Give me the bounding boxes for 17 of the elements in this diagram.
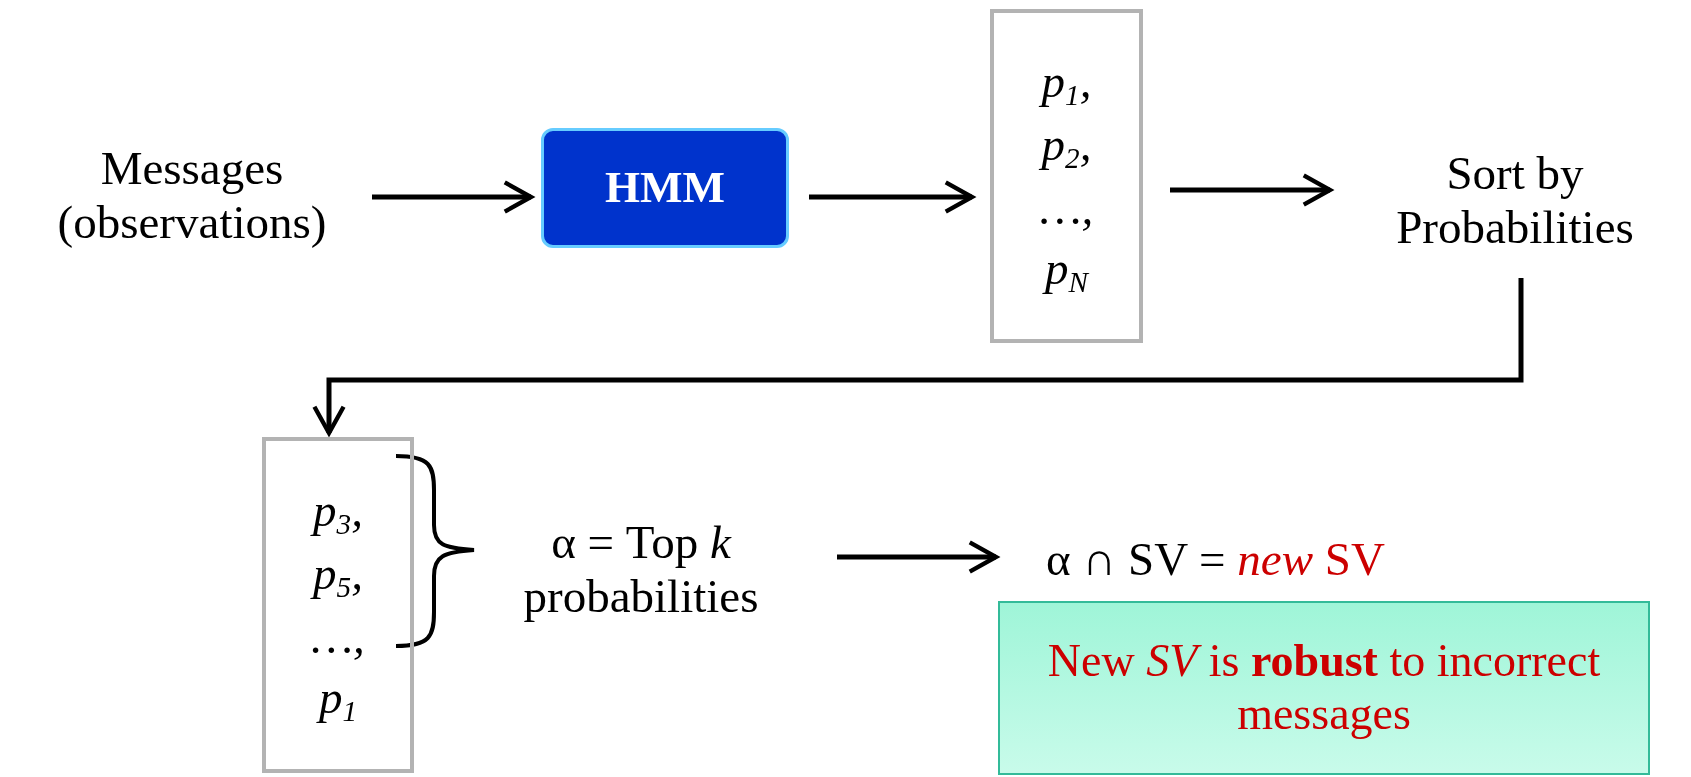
probability-list-box: [990, 9, 1143, 343]
arrow: [837, 540, 999, 574]
probability-list-box: [262, 437, 414, 773]
result-text: α ∩ SV =: [1046, 531, 1226, 586]
probability-label: p$_{1}$: [318, 669, 358, 729]
probability-label: …,: [311, 609, 365, 665]
result-text: new SV: [1237, 531, 1385, 586]
arrow: [809, 180, 975, 214]
text-label: α = Top k probabilities: [476, 490, 806, 648]
note-box: New SV is robust to incorrect messages: [998, 601, 1650, 775]
probability-label: …,: [1039, 180, 1094, 236]
arrow: [1170, 173, 1333, 207]
text-label: Messages (observations): [12, 128, 372, 262]
arrow: [372, 180, 534, 214]
model-box: HMM: [541, 128, 789, 248]
arrow: [312, 278, 1524, 436]
text-label: Sort by Probabilities: [1345, 130, 1685, 270]
